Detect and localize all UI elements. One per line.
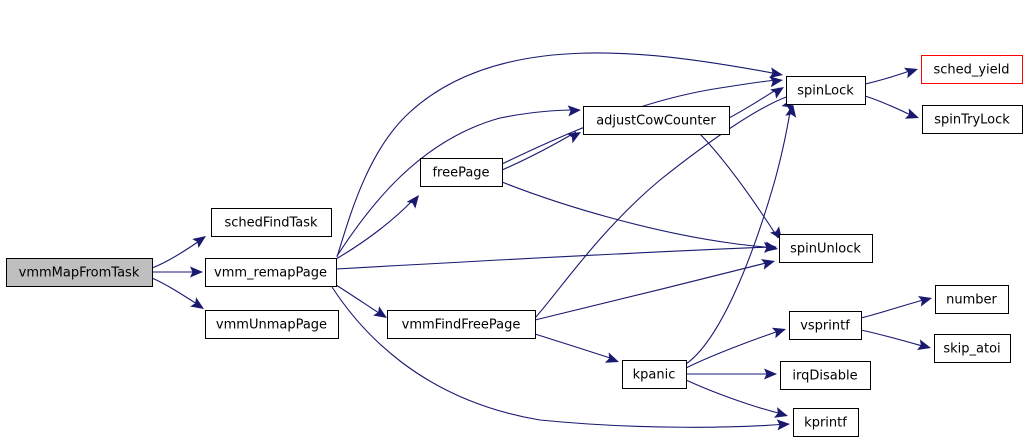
call-edge-vmm_remapPage-to-spinLock <box>336 52 779 258</box>
node-box-freePage[interactable] <box>420 158 503 187</box>
call-edge-kpanic-to-spinLock <box>685 99 793 365</box>
node-box-spinLock[interactable] <box>786 76 866 105</box>
arrowhead-icon <box>604 352 619 363</box>
call-edge-vsprintf-to-number <box>860 298 928 319</box>
arrowhead-icon <box>770 87 784 99</box>
arrowhead-icon <box>769 67 783 79</box>
arrowhead-icon <box>566 132 581 144</box>
arrowhead-icon <box>764 368 777 380</box>
call-edge-kpanic-to-vsprintf <box>685 329 783 369</box>
node-vmm_remapPage[interactable]: vmm_remapPage <box>205 258 337 287</box>
arrowhead-icon <box>785 104 797 118</box>
node-spinLock[interactable]: spinLock <box>786 76 866 105</box>
node-label-spinTryLock: spinTryLock <box>934 113 1010 128</box>
node-box-irqDisable[interactable] <box>780 361 871 390</box>
node-label-schedFindTask: schedFindTask <box>224 216 318 231</box>
arrowhead-icon <box>373 306 387 318</box>
node-box-skip_atoi[interactable] <box>934 334 1011 363</box>
call-edge-vmmFindFreePage-to-spinLock <box>534 95 790 319</box>
call-edge-vmmMapFromTask-to-vmmUnmapPage <box>151 277 201 307</box>
nodes-layer: vmmMapFromTask schedFindTask vmm_remapPage… <box>6 55 1023 437</box>
node-kprintf[interactable]: kprintf <box>793 408 859 437</box>
node-vmmFindFreePage[interactable]: vmmFindFreePage <box>387 310 536 339</box>
node-label-spinLock: spinLock <box>797 84 854 99</box>
arrowhead-icon <box>769 76 783 88</box>
node-kpanic[interactable]: kpanic <box>622 360 687 389</box>
node-sched_yield[interactable]: sched_yield <box>921 55 1023 84</box>
node-label-freePage: freePage <box>432 166 489 181</box>
arrowhead-icon <box>771 327 786 339</box>
node-adjustCowCounter[interactable]: adjustCowCounter <box>583 106 730 135</box>
node-label-vmmUnmapPage: vmmUnmapPage <box>216 318 327 333</box>
arrowhead-icon <box>567 105 581 117</box>
call-edge-spinLock-to-sched_yield <box>864 69 914 85</box>
node-box-sched_yield[interactable] <box>921 55 1023 84</box>
node-vmmUnmapPage[interactable]: vmmUnmapPage <box>205 310 339 339</box>
call-edge-vsprintf-to-skip_atoi <box>860 329 927 348</box>
node-label-vsprintf: vsprintf <box>800 319 850 334</box>
node-box-vsprintf[interactable] <box>789 311 862 340</box>
node-label-skip_atoi: skip_atoi <box>943 342 1000 357</box>
node-label-irqDisable: irqDisable <box>792 369 857 384</box>
call-edge-freePage-to-spinUnlock <box>501 181 774 249</box>
call-edge-adjustCowCounter-to-spinUnlock <box>699 133 779 239</box>
node-box-vmm_remapPage[interactable] <box>205 258 337 287</box>
node-label-kpanic: kpanic <box>633 368 676 383</box>
node-spinTryLock[interactable]: spinTryLock <box>922 105 1023 134</box>
call-edge-vmm_remapPage-to-kprintf <box>331 286 787 428</box>
node-box-spinUnlock[interactable] <box>779 234 873 263</box>
node-box-number[interactable] <box>935 285 1009 314</box>
arrowheads-layer <box>190 67 932 431</box>
arrowhead-icon <box>918 296 932 307</box>
node-label-kprintf: kprintf <box>804 416 847 431</box>
node-box-kpanic[interactable] <box>622 360 687 389</box>
node-box-spinTryLock[interactable] <box>922 105 1023 134</box>
arrowhead-icon <box>917 339 931 350</box>
node-label-spinUnlock: spinUnlock <box>790 242 861 257</box>
call-edge-vmm_remapPage-to-spinUnlock <box>335 246 773 270</box>
node-box-vmmFindFreePage[interactable] <box>387 310 536 339</box>
arrowhead-icon <box>904 108 919 119</box>
node-label-vmmFindFreePage: vmmFindFreePage <box>402 318 521 333</box>
arrowhead-icon <box>764 241 778 253</box>
node-irqDisable[interactable]: irqDisable <box>780 361 871 390</box>
node-spinUnlock[interactable]: spinUnlock <box>779 234 873 263</box>
node-vmmMapFromTask[interactable]: vmmMapFromTask <box>6 258 153 287</box>
arrowhead-icon <box>190 266 203 278</box>
call-edge-vmm_remapPage-to-adjustCowCounter <box>336 109 577 257</box>
node-box-vmmMapFromTask[interactable] <box>6 258 153 287</box>
node-box-vmmUnmapPage[interactable] <box>205 310 339 339</box>
arrowhead-icon <box>903 67 918 79</box>
call-edge-vmm_remapPage-to-vmmFindFreePage <box>335 284 383 316</box>
node-freePage[interactable]: freePage <box>420 158 503 187</box>
call-edge-freePage-to-adjustCowCounter <box>501 131 577 171</box>
arrowhead-icon <box>776 419 790 431</box>
call-edge-freePage-to-spinLock <box>501 79 779 165</box>
call-edge-vmmFindFreePage-to-spinUnlock <box>534 261 771 321</box>
call-edge-vmm_remapPage-to-freePage <box>335 198 415 260</box>
node-skip_atoi[interactable]: skip_atoi <box>934 334 1011 363</box>
node-label-vmm_remapPage: vmm_remapPage <box>214 266 327 281</box>
node-schedFindTask[interactable]: schedFindTask <box>211 208 332 237</box>
node-box-kprintf[interactable] <box>793 408 859 437</box>
call-edge-spinLock-to-spinTryLock <box>864 95 914 117</box>
node-box-adjustCowCounter[interactable] <box>583 106 730 135</box>
arrowhead-icon <box>761 259 775 270</box>
node-box-schedFindTask[interactable] <box>211 208 332 237</box>
arrowhead-icon <box>192 236 206 248</box>
arrowhead-icon <box>190 297 204 309</box>
call-edge-kpanic-to-kprintf <box>685 379 783 415</box>
node-label-adjustCowCounter: adjustCowCounter <box>596 114 716 129</box>
node-vsprintf[interactable]: vsprintf <box>789 311 862 340</box>
node-label-vmmMapFromTask: vmmMapFromTask <box>19 266 140 281</box>
arrowhead-icon <box>773 407 788 418</box>
arrowhead-icon <box>406 195 419 209</box>
node-label-sched_yield: sched_yield <box>933 63 1009 78</box>
node-label-number: number <box>946 293 997 308</box>
call-edge-vmmFindFreePage-to-kpanic <box>534 333 617 361</box>
node-number[interactable]: number <box>935 285 1009 314</box>
